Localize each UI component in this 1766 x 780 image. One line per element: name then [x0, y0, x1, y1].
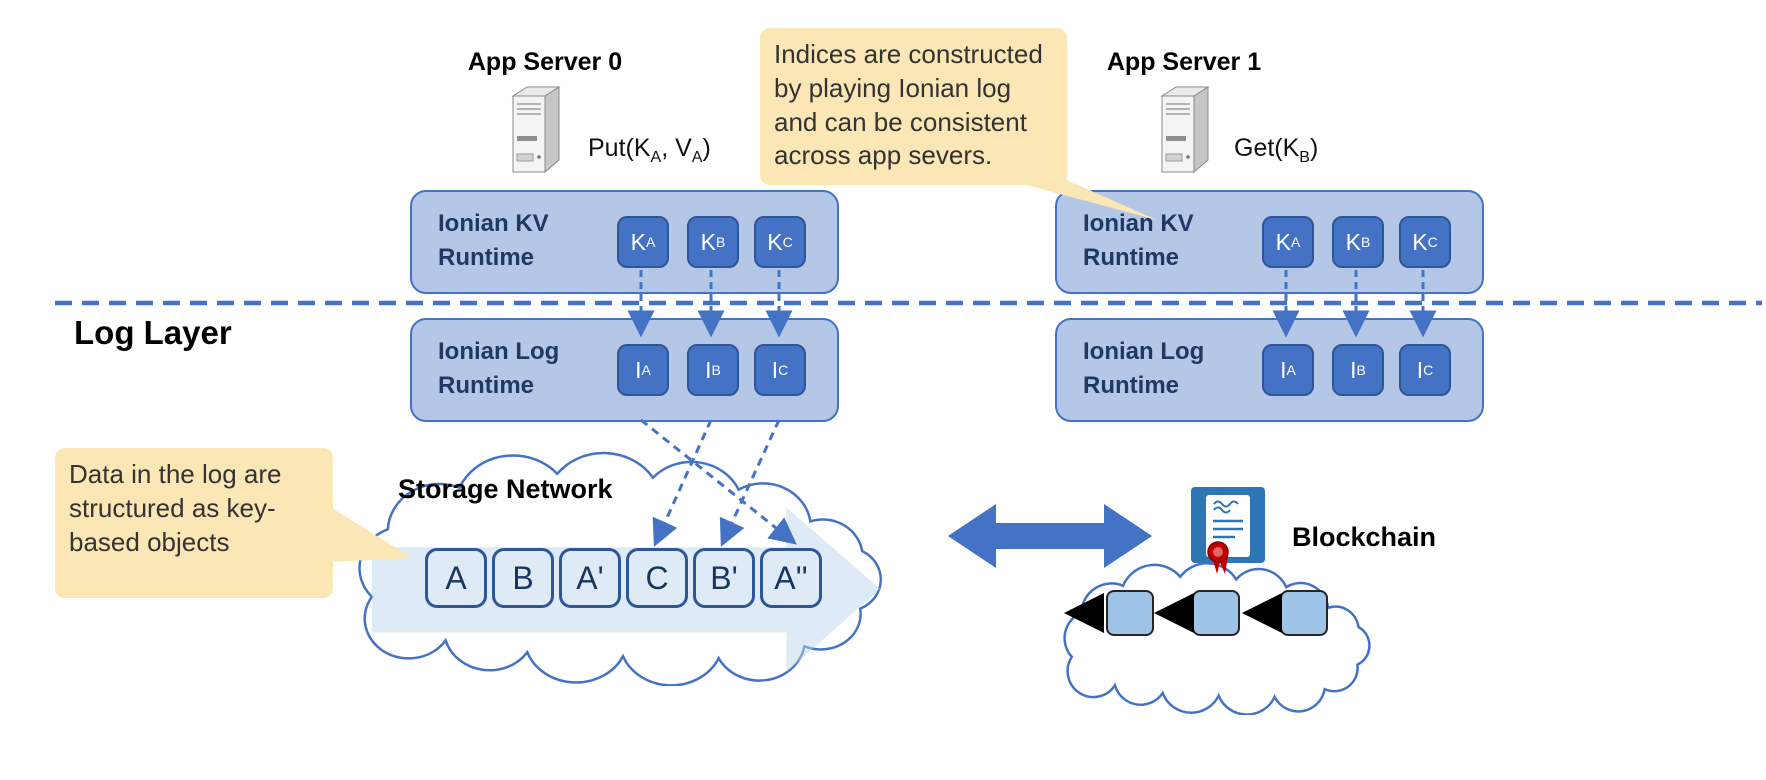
kv-runtime-title: Ionian KV Runtime	[1083, 207, 1194, 274]
runtime-title-line1: Ionian Log	[438, 338, 560, 365]
log-runtime-title: Ionian Log Runtime	[438, 335, 559, 402]
cloud-outline	[1065, 563, 1370, 714]
log-block: B	[492, 548, 554, 608]
callout-indices-text: Indices are constructed by playing Ionia…	[774, 39, 1043, 171]
log-block: C	[626, 548, 688, 608]
app-server-0-title: App Server 0	[467, 48, 623, 76]
storage-blockchain-double-arrow	[948, 504, 1152, 568]
app-server-1-title: App Server 1	[1106, 48, 1262, 76]
log-runtime-title: Ionian Log Runtime	[1083, 335, 1204, 402]
runtime-title-line1: Ionian KV	[1083, 210, 1194, 237]
server-icon-1	[1160, 86, 1210, 174]
log-layer-label: Log Layer	[74, 314, 232, 351]
runtime-title-line1: Ionian Log	[1083, 338, 1205, 365]
smart-contract-icon	[1191, 487, 1265, 574]
kv-runtime-title: Ionian KV Runtime	[438, 207, 549, 274]
chain-block	[1106, 590, 1154, 636]
server-icon-0	[511, 86, 561, 174]
log-block: A	[425, 548, 487, 608]
runtime-title-line2: Runtime	[1083, 243, 1179, 271]
runtime-title-line2: Runtime	[438, 371, 534, 399]
put-operation-label: Put(KA, VA)	[588, 134, 711, 166]
storage-network-title: Storage Network	[398, 474, 613, 504]
runtime-title-line1: Ionian KV	[438, 210, 549, 237]
runtime-title-line2: Runtime	[438, 243, 534, 271]
chain-block	[1280, 590, 1328, 636]
blockchain-label: Blockchain	[1292, 522, 1437, 552]
chain-block	[1192, 590, 1240, 636]
log-block: A'	[559, 548, 621, 608]
get-operation-label: Get(KB)	[1234, 134, 1319, 166]
log-block: B'	[693, 548, 755, 608]
log-block: A''	[760, 548, 822, 608]
runtime-title-line2: Runtime	[1083, 371, 1179, 399]
blockchain-cloud	[1052, 560, 1390, 715]
callout-log-data: Data in the log are structured as key-ba…	[55, 448, 333, 598]
callout-indices: Indices are constructed by playing Ionia…	[760, 28, 1067, 185]
callout-log-data-text: Data in the log are structured as key-ba…	[69, 459, 282, 557]
